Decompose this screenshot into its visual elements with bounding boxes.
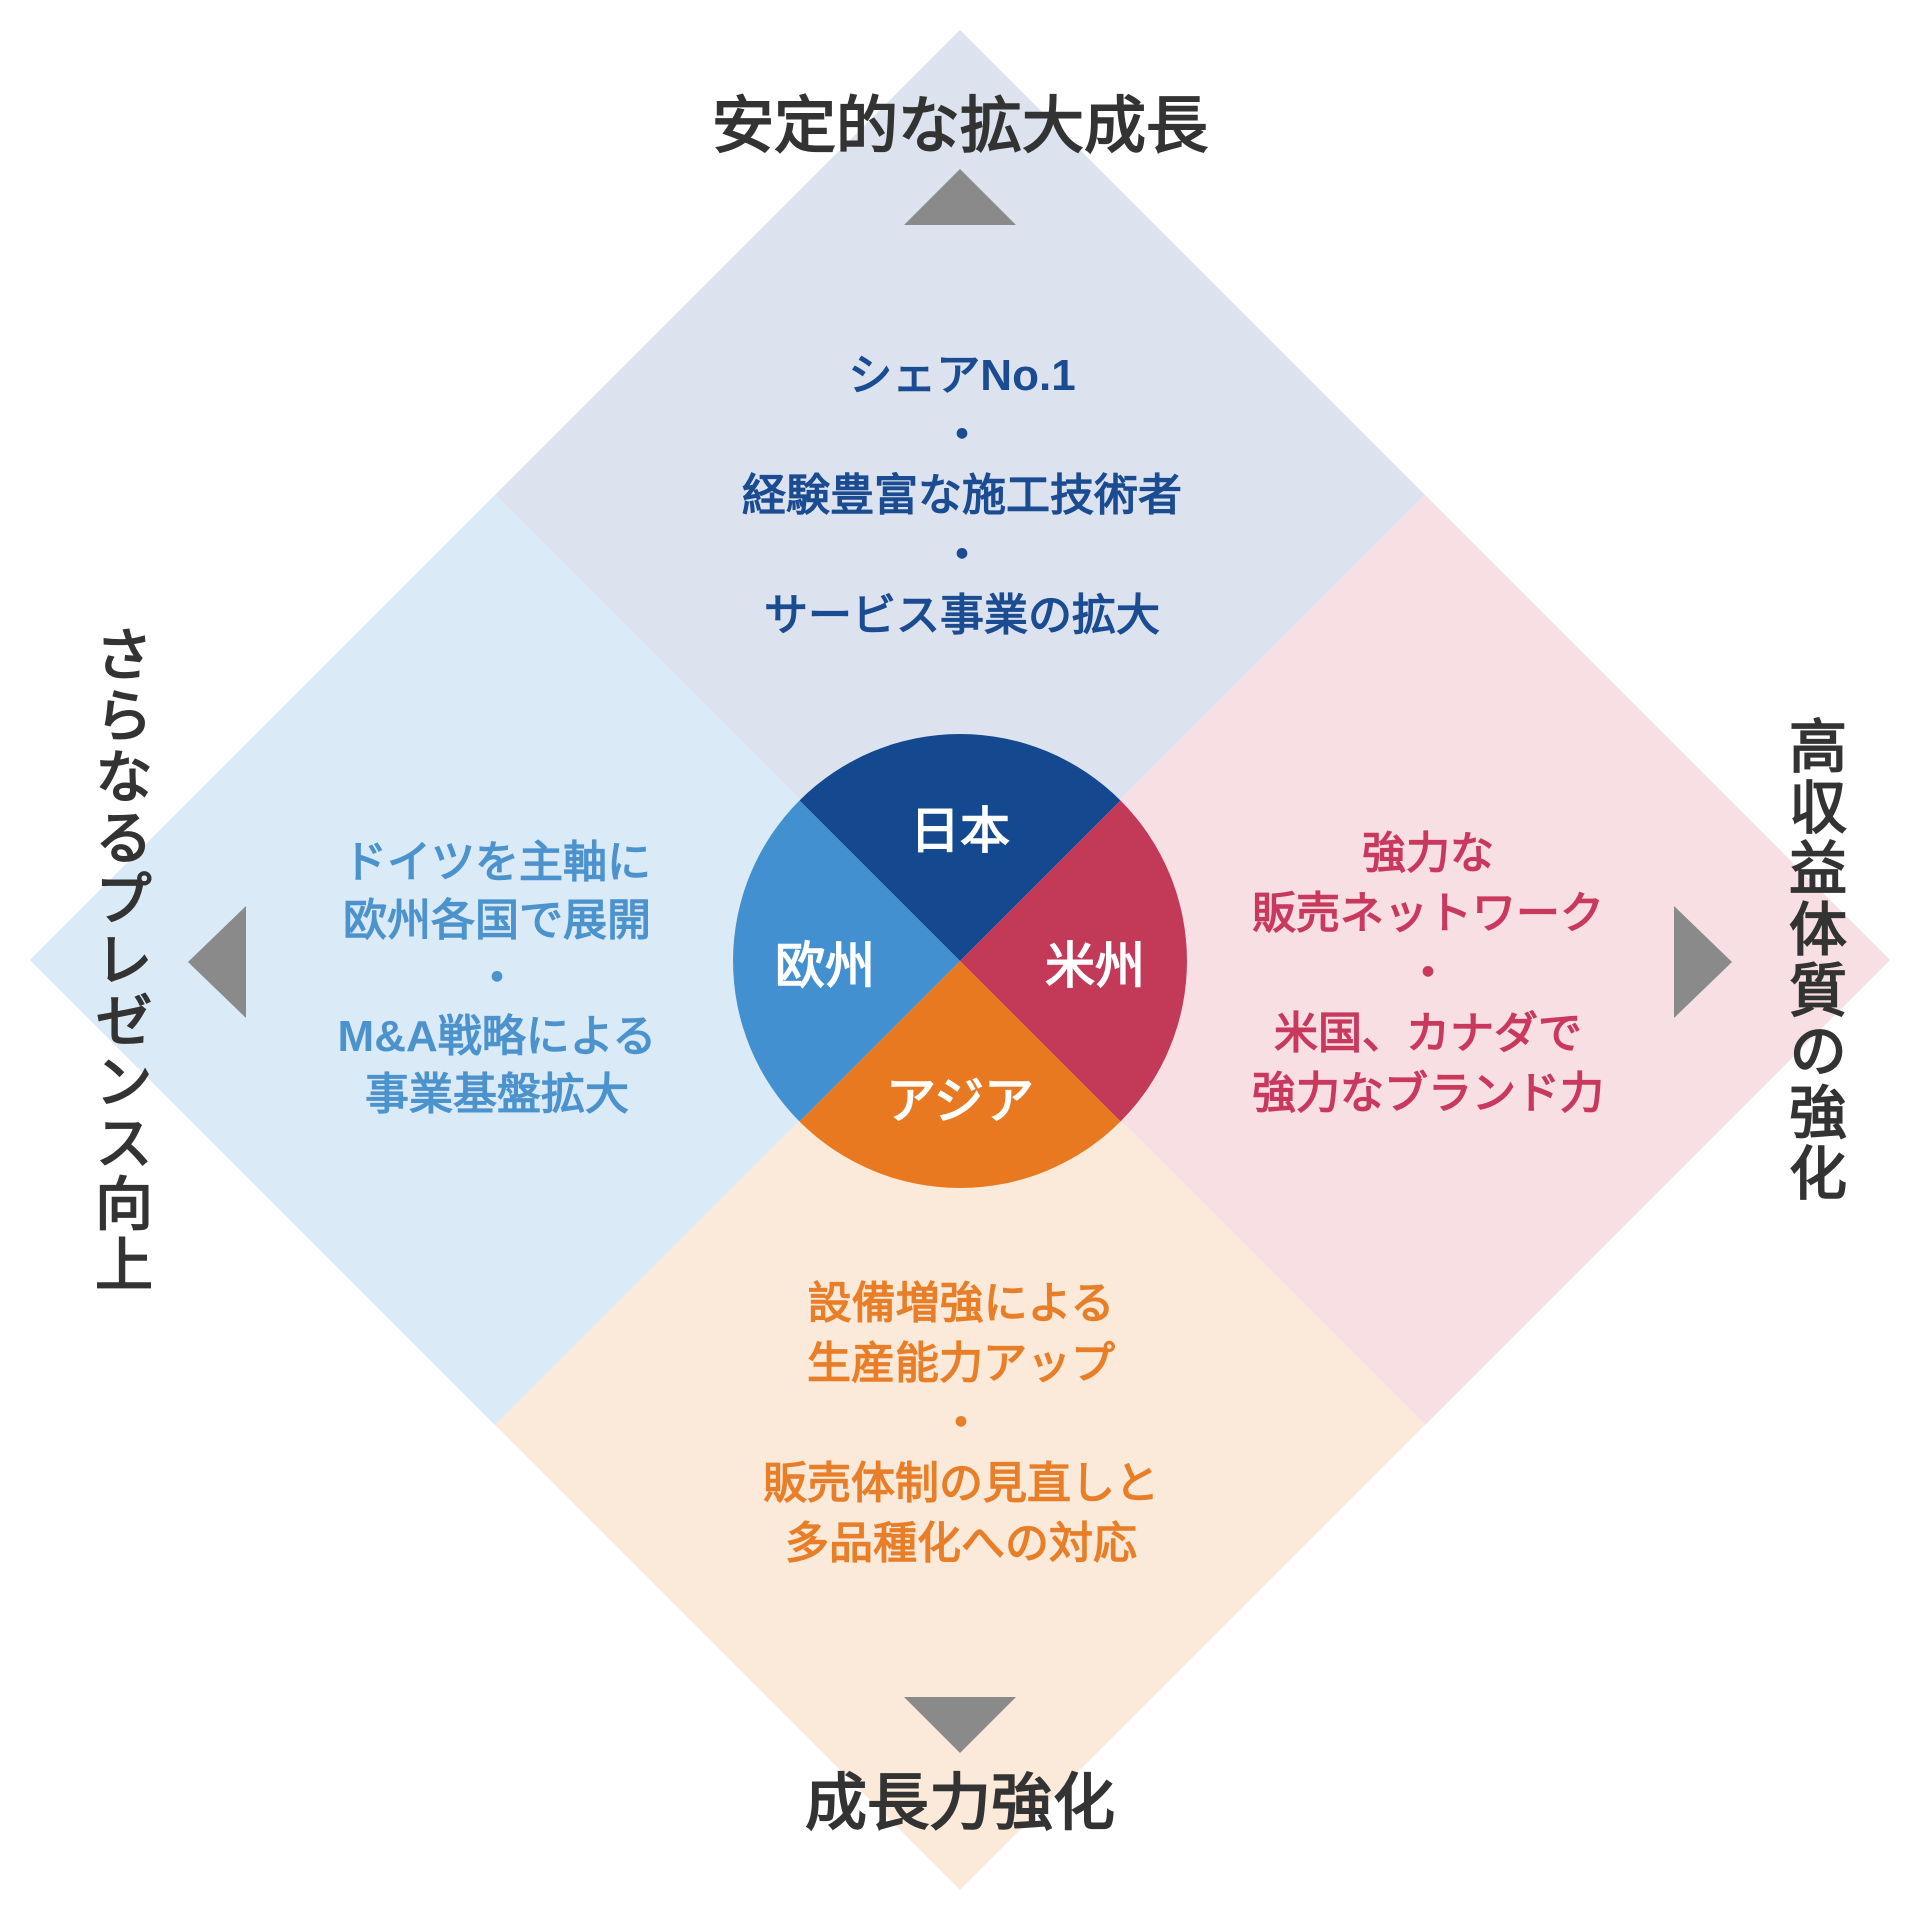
bullet-separator: ・ [939, 1399, 983, 1448]
quadrant-text-asia: 設備増強による 生産能力アップ ・ 販売体制の見直しと 多品種化への対応 [763, 1274, 1159, 1574]
pie-slice-europe [733, 800, 960, 1122]
pie-label-americas: 米州 [1045, 938, 1145, 994]
bullet-separator: ・ [940, 531, 984, 580]
arrow-right-icon [1674, 906, 1732, 1018]
text-line: ドイツを主軸に [342, 838, 651, 887]
pie-label-asia: アジア [886, 1073, 1034, 1129]
text-line: シェアNo.1 [848, 351, 1076, 400]
text-line: M&A戦略による [337, 1012, 657, 1061]
text-line: 強力な [1362, 829, 1494, 878]
quadrant-text-americas: 強力な 販売ネットワーク ・ 米国、カナダで 強力なブランド力 [1252, 824, 1604, 1124]
pie-label-europe: 欧州 [775, 938, 875, 994]
text-line: 生産能力アップ [807, 1339, 1115, 1388]
pie-slice-americas [960, 800, 1187, 1122]
arrow-up-icon [904, 169, 1016, 225]
quadrant-text-japan: シェアNo.1 ・ 経験豊富な施工技術者 ・ サービス事業の拡大 [742, 346, 1182, 646]
text-line: 多品種化への対応 [785, 1519, 1137, 1568]
bullet-separator: ・ [474, 954, 519, 1003]
pie-slice-japan [799, 734, 1121, 961]
text-line: 欧州各国で展開 [342, 896, 651, 945]
arrow-down-icon [904, 1697, 1016, 1753]
quadrant-text-europe: ドイツを主軸に 欧州各国で展開 ・ M&A戦略による 事業基盤拡大 [338, 834, 657, 1124]
text-line: 事業基盤拡大 [364, 1070, 629, 1119]
pie-slice-asia [799, 961, 1121, 1188]
text-line: 設備増強による [807, 1279, 1115, 1328]
text-line: 販売ネットワーク [1252, 889, 1604, 938]
arrow-left-icon [188, 906, 246, 1018]
axis-label-left: さらなるプレゼンス向上 [86, 624, 151, 1296]
bullet-separator: ・ [1406, 949, 1450, 998]
bullet-separator: ・ [940, 411, 984, 460]
text-line: 強力なブランド力 [1252, 1069, 1604, 1118]
axis-label-top: 安定的な拡大成長 [711, 92, 1209, 161]
axis-label-bottom: 成長力強化 [804, 1769, 1116, 1838]
quadrant-bg-europe [30, 495, 960, 1425]
pie-label-japan: 日本 [910, 803, 1010, 859]
text-line: 米国、カナダで [1274, 1009, 1582, 1058]
text-line: 経験豊富な施工技術者 [742, 471, 1182, 520]
axis-label-right: 高収益体質の強化 [1780, 716, 1845, 1204]
text-line: サービス事業の拡大 [764, 591, 1160, 640]
text-line: 販売体制の見直しと [763, 1459, 1159, 1508]
